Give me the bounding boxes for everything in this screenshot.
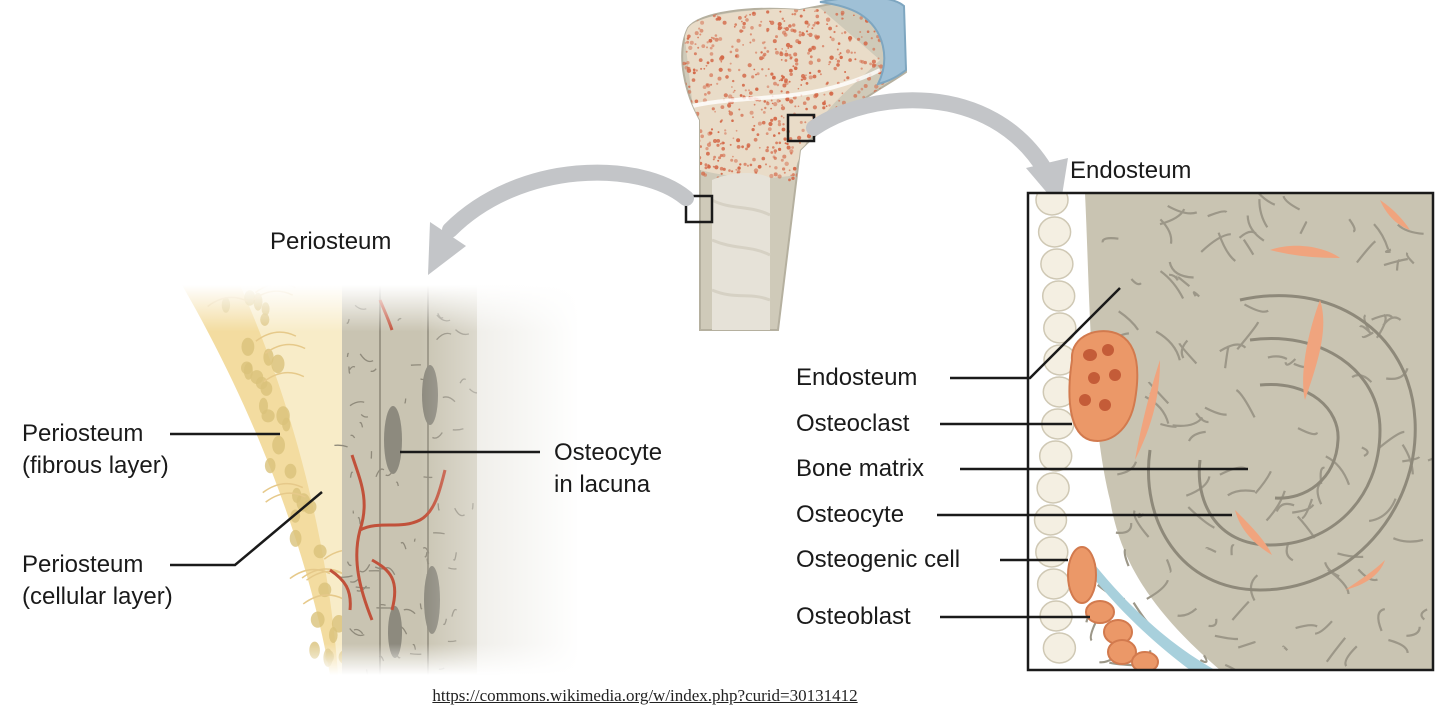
label-osteocyte-lacuna-line1: Osteocyte bbox=[554, 439, 663, 466]
label-periosteum-cellular-line1: Periosteum bbox=[22, 551, 144, 578]
periosteum-detail bbox=[180, 285, 580, 675]
endosteum-detail bbox=[1026, 191, 1435, 672]
bone-matrix-network bbox=[1085, 193, 1433, 670]
label-periosteum-fibrous-line2: (fibrous layer) bbox=[22, 452, 169, 479]
label-osteogenic-cell: Osteogenic cell bbox=[796, 546, 961, 573]
label-osteocyte: Osteocyte bbox=[796, 501, 905, 528]
source-link[interactable]: https://commons.wikimedia.org/w/index.ph… bbox=[432, 686, 858, 705]
label-endosteum-top: Endosteum bbox=[1070, 157, 1192, 184]
osteoclast-cell bbox=[1068, 330, 1139, 442]
label-osteocyte-lacuna-line2: in lacuna bbox=[554, 471, 651, 498]
label-periosteum-top: Periosteum bbox=[270, 228, 392, 255]
osteoblast-cells bbox=[1085, 600, 1159, 670]
label-endosteum: Endosteum bbox=[796, 364, 918, 391]
label-periosteum-fibrous-line1: Periosteum bbox=[22, 420, 144, 447]
leader-lines bbox=[170, 287, 1248, 619]
label-periosteum-cellular: Periosteum (cellular layer) bbox=[22, 549, 173, 613]
label-osteoclast: Osteoclast bbox=[796, 410, 910, 437]
label-osteocyte-lacuna: Osteocyte in lacuna bbox=[554, 437, 662, 501]
femur-illustration bbox=[681, 0, 908, 331]
label-periosteum-fibrous: Periosteum (fibrous layer) bbox=[22, 418, 169, 482]
osteogenic-cell bbox=[1067, 546, 1097, 604]
zoom-arrows bbox=[428, 92, 1068, 275]
label-osteoblast: Osteoblast bbox=[796, 603, 911, 630]
label-bone-matrix: Bone matrix bbox=[796, 455, 925, 482]
label-periosteum-cellular-line2: (cellular layer) bbox=[22, 583, 173, 610]
